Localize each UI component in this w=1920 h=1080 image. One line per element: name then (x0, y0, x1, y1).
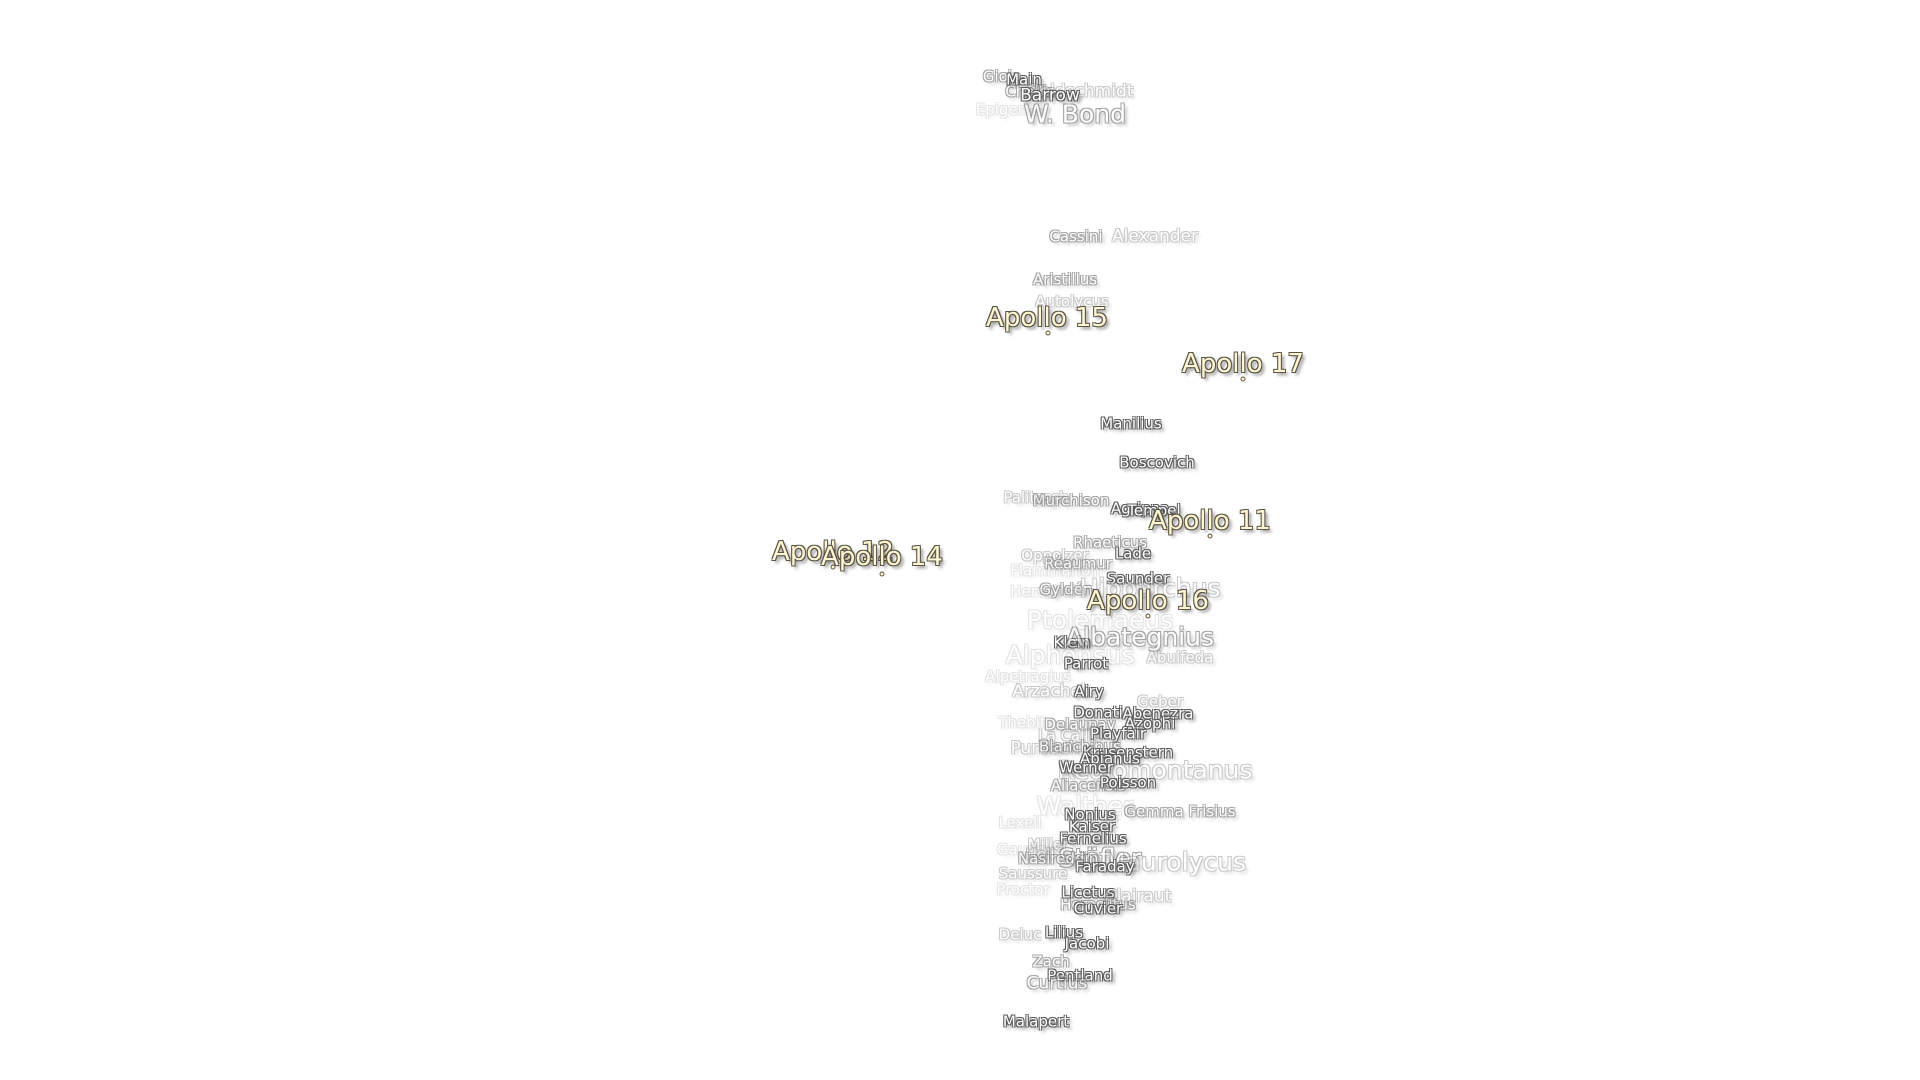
crater-label: Cuvier (1073, 899, 1123, 918)
crater-label: Challis (1005, 82, 1055, 101)
crater-label: Agrippa (1110, 499, 1170, 518)
crater-label: Faraday (1075, 857, 1135, 876)
crater-label: Saunder (1106, 569, 1170, 588)
apollo-17-label: Apollo 17 (1182, 349, 1304, 379)
apollo-17-landing-marker (1240, 376, 1246, 382)
crater-label: Abulfeda (1146, 648, 1214, 667)
crater-label: Apianus (1080, 749, 1140, 768)
crater-label: Arzachel (1012, 681, 1086, 702)
crater-label: Geber (1137, 692, 1183, 711)
crater-label: Maurolycus (1103, 847, 1247, 877)
crater-label: Deluc (998, 925, 1042, 944)
apollo-11-landing-marker (1207, 533, 1213, 539)
crater-label: Licetus (1061, 883, 1115, 902)
crater-label: Blanchinus (1039, 737, 1121, 756)
crater-label: Miller (1027, 835, 1069, 854)
crater-label: Zach (1032, 952, 1070, 971)
crater-label: Walther (1036, 791, 1134, 821)
crater-label: Barrow (1020, 85, 1080, 106)
apollo-14-landing-marker (879, 571, 885, 577)
crater-label: Poisson (1099, 773, 1157, 792)
crater-label: Tempel (1127, 501, 1181, 520)
crater-label: Hell (1025, 845, 1055, 864)
crater-label: Oppolzer (1021, 546, 1089, 565)
crater-label: Autolycus (1035, 292, 1109, 311)
crater-label: Lilius (1044, 923, 1084, 942)
crater-label: La Caille (1038, 726, 1102, 745)
crater-label: Stöfler (1058, 843, 1142, 873)
crater-label: Nonius (1064, 805, 1116, 824)
crater-label: Purbach (1010, 738, 1080, 759)
crater-label: Boscovich (1119, 453, 1195, 472)
crater-label: Hipparchus (1079, 573, 1221, 603)
crater-label: Curtius (1026, 973, 1088, 994)
crater-label: Fernelius (1059, 829, 1127, 848)
crater-label: Aliacensis (1050, 776, 1126, 795)
apollo-15-landing-marker (1045, 330, 1051, 336)
apollo-11-label: Apollo 11 (1149, 506, 1271, 536)
crater-label: Werner (1059, 758, 1113, 777)
crater-label: Réaumur (1044, 554, 1112, 573)
crater-label: Goldschmidt (1026, 81, 1134, 102)
crater-label: Cassini (1049, 227, 1103, 246)
crater-label: Manilius (1100, 414, 1162, 433)
crater-label: Ptolemaeus (1026, 605, 1174, 635)
crater-label: Flammarion (1010, 561, 1100, 580)
crater-label: Aristillus (1032, 270, 1098, 289)
crater-label: Pentland (1047, 966, 1113, 985)
crater-label: Nasireddin (1017, 849, 1099, 868)
crater-label: Delaunay (1044, 715, 1116, 734)
crater-label: Lade (1114, 544, 1152, 563)
crater-label: Alexander (1111, 226, 1199, 247)
crater-label: Playfair (1089, 724, 1147, 743)
crater-label: Gauricus (996, 840, 1064, 859)
crater-label: Airy (1074, 682, 1104, 701)
crater-label: Albategnius (1066, 622, 1214, 652)
crater-label: Herschel (1010, 582, 1076, 601)
apollo-15-label: Apollo 15 (986, 303, 1108, 333)
crater-label: Gioja (982, 67, 1022, 86)
apollo-12-label: Apollo 12 (772, 537, 894, 567)
crater-label: W. Bond (1024, 99, 1126, 129)
crater-label: Alphonsus (1005, 640, 1135, 670)
crater-label: Regiomontanus (1057, 755, 1253, 785)
crater-label: Jacobi (1064, 934, 1110, 953)
crater-label: Epigenes (975, 100, 1045, 119)
apollo-14-label: Apollo 14 (821, 542, 943, 572)
crater-label: Gemma Frisius (1124, 802, 1236, 821)
apollo-16-landing-marker (1145, 613, 1151, 619)
crater-label: Clairaut (1104, 886, 1172, 907)
crater-label: Thebit (998, 713, 1046, 732)
crater-label: Krusenstern (1082, 743, 1174, 762)
apollo-12-landing-marker (830, 564, 836, 570)
crater-label: Kaiser (1068, 817, 1116, 836)
crater-label: Rhaeticus (1073, 533, 1147, 552)
crater-label: Saussure (998, 864, 1068, 883)
crater-label: Klein (1053, 633, 1091, 652)
crater-label: Azophi (1124, 714, 1176, 733)
crater-label: Gyldén (1039, 580, 1093, 599)
crater-label: Proctor (996, 880, 1050, 899)
crater-label: Murchison (1032, 491, 1110, 510)
crater-label: Abenezra (1122, 704, 1194, 723)
crater-label: Lexell (998, 813, 1042, 832)
crater-label: Palitzsch (1003, 488, 1069, 507)
crater-label: Parrot (1063, 654, 1109, 673)
crater-label: Donati (1073, 703, 1123, 722)
apollo-16-label: Apollo 16 (1087, 586, 1209, 616)
crater-label: Alpetragius (985, 667, 1071, 686)
crater-label: Malapert (1002, 1012, 1070, 1031)
crater-label: Main (1006, 70, 1042, 89)
crater-label: Heraclitus (1060, 895, 1136, 914)
